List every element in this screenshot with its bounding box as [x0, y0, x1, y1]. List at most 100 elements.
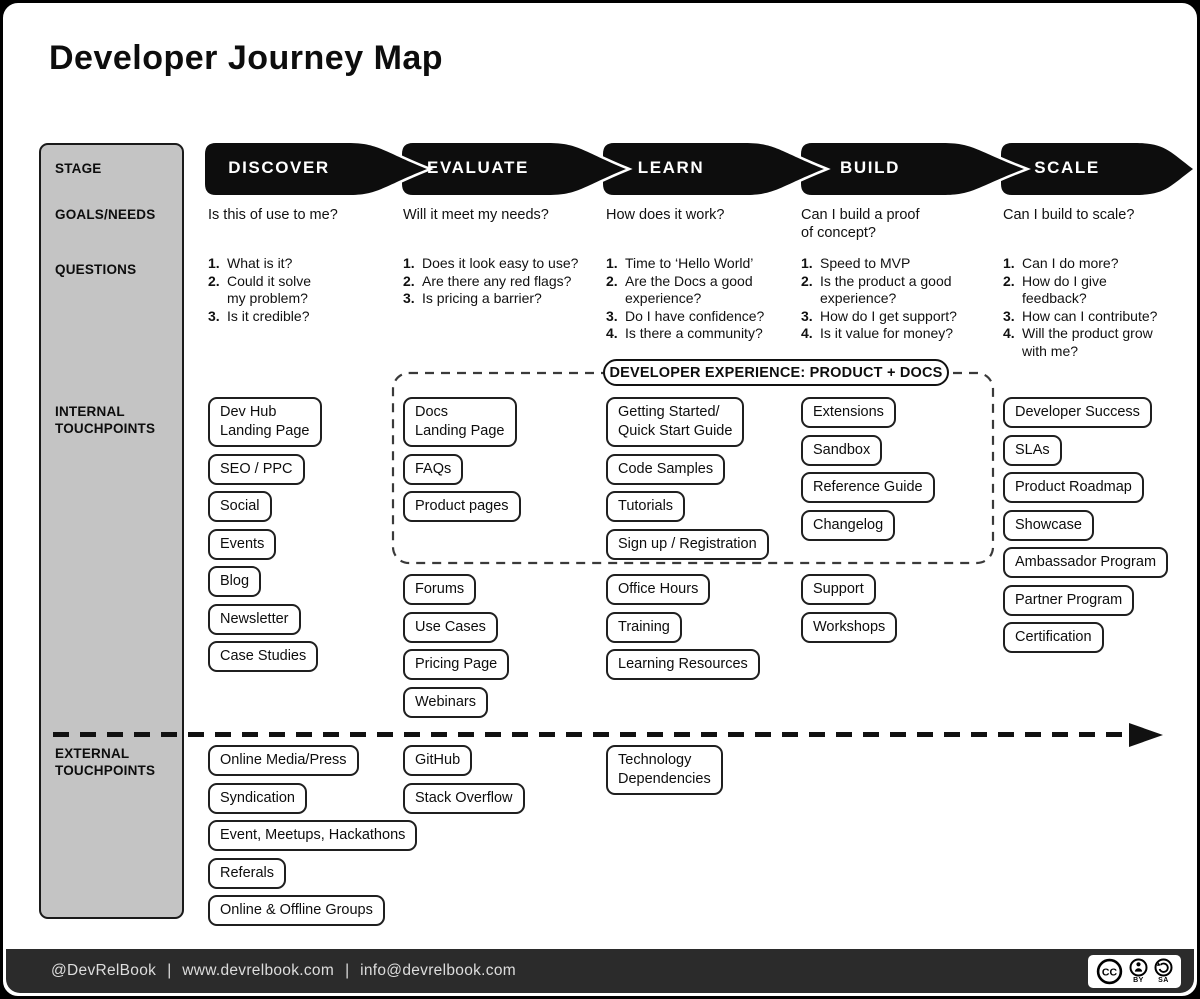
question-number: 4.: [606, 325, 618, 341]
cc-by-icon: BY: [1129, 958, 1148, 984]
touchpoint-box: SLAs: [1003, 434, 1062, 466]
touchpoint-box: Developer Success: [1003, 397, 1152, 428]
question-number: 3.: [606, 307, 618, 324]
stage-banner-discover: [202, 142, 434, 198]
touchpoint-box: Sign up / Registration: [606, 528, 769, 560]
touchpoint-box: Syndication: [208, 782, 307, 814]
touchpoint-box: Office Hours: [606, 574, 711, 605]
touchpoint-box: Dev Hub Landing Page: [208, 397, 322, 447]
cc-logo-icon: CC: [1096, 958, 1123, 985]
goal-discover: Is this of use to me?: [208, 207, 338, 223]
question-text: Is it credible?: [227, 307, 310, 324]
question-item: 4. Is there a community?: [606, 325, 811, 343]
touchpoint-box: Use Cases: [403, 611, 498, 643]
question-text: Are the Docs a good experience?: [625, 272, 753, 307]
question-item: 1. Time to ‘Hello World’: [606, 255, 811, 273]
question-number: 4.: [1003, 325, 1015, 341]
question-item: 3.Do I have confidence?: [606, 308, 811, 326]
goal-learn: How does it work?: [606, 207, 725, 223]
footer-bar: @DevRelBook | www.devrelbook.com | info@…: [6, 949, 1194, 993]
touchpoint-box: Tutorials: [606, 491, 686, 522]
stage-banner-scale: [998, 142, 1197, 198]
touchpoint-box: Forums: [403, 574, 477, 605]
question-text: Will the product grow with me?: [1022, 325, 1153, 359]
touchpoint-box: Product Roadmap: [1003, 472, 1144, 503]
row-label-stage: STAGE: [55, 161, 102, 176]
developer-experience-label: DEVELOPER EXPERIENCE: PRODUCT + DOCS: [603, 359, 949, 386]
question-text: How do I get support?: [820, 307, 957, 324]
question-number: 1.: [1003, 255, 1015, 271]
question-number: 1.: [403, 255, 415, 271]
touchpoint-box: Stack Overflow: [403, 782, 525, 814]
developer-experience-region: [391, 371, 995, 565]
touchpoint-box: Changelog: [801, 509, 896, 541]
touchpoint-box: FAQs: [403, 453, 464, 485]
touchpoint-box: Workshops: [801, 611, 898, 643]
question-item: 4.Is it value for money?: [801, 325, 1006, 343]
questions-learn: 1. Time to ‘Hello World’ 2. Are the Docs a …: [606, 255, 811, 343]
touchpoint-box: Webinars: [403, 686, 488, 718]
questions-evaluate: 1.Does it look easy to use?2. Are there a…: [403, 255, 608, 308]
question-text: Time to ‘Hello World’: [625, 255, 754, 271]
question-text: Speed to MVP: [820, 255, 911, 271]
footer-separator: |: [345, 962, 350, 979]
touchpoint-box: Support: [801, 574, 876, 605]
touchpoint-box: Code Samples: [606, 453, 726, 485]
question-number: 1.: [801, 255, 813, 271]
touchpoint-box: Referals: [208, 857, 286, 889]
touchpoint-box: Partner Program: [1003, 584, 1135, 616]
svg-text:CC: CC: [1102, 966, 1118, 978]
external-touchpoints-learn: Technology Dependencies: [606, 745, 723, 795]
creative-commons-badge: CC BY SA: [1088, 954, 1181, 988]
question-item: 2. Are there any red flags?: [403, 273, 608, 291]
stage-label-learn: LEARN: [637, 158, 705, 177]
question-item: 1. Speed to MVP: [801, 255, 1006, 273]
stage-label-scale: SCALE: [1034, 158, 1100, 177]
question-item: 2. Are the Docs a good experience?: [606, 273, 811, 308]
touchpoint-box: Learning Resources: [606, 649, 760, 680]
external-divider-dashed-line: [53, 732, 1131, 737]
stage-banner-build: [798, 142, 1031, 198]
question-text: Is there a community?: [625, 325, 763, 341]
touchpoint-box: Online Media/Press: [208, 745, 359, 776]
touchpoint-box: Getting Started/ Quick Start Guide: [606, 397, 745, 447]
touchpoint-box: Showcase: [1003, 509, 1094, 541]
question-text: Is the product a good experience?: [820, 272, 952, 307]
page-title: Developer Journey Map: [49, 39, 444, 77]
footer-handle: @DevRelBook: [51, 962, 157, 979]
stage-banner-arrows: [202, 142, 1197, 198]
touchpoint-box: Reference Guide: [801, 472, 935, 503]
question-text: How do I give feedback?: [1022, 272, 1107, 307]
touchpoint-box: Extensions: [801, 397, 896, 428]
stage-banner-evaluate: [399, 142, 633, 198]
touchpoint-box: GitHub: [403, 745, 473, 776]
question-item: 1.Does it look easy to use?: [403, 255, 608, 273]
row-label-goals: GOALS/NEEDS: [55, 207, 156, 222]
question-number: 1.: [606, 255, 618, 271]
stage-label-evaluate: EVALUATE: [427, 158, 529, 177]
goal-scale: Can I build to scale?: [1003, 207, 1135, 223]
question-text: Are there any red flags?: [422, 272, 572, 289]
question-item: 2.How do I give feedback?: [1003, 272, 1197, 308]
touchpoint-box: Events: [208, 528, 277, 560]
question-text: How can I contribute?: [1022, 307, 1158, 324]
question-text: Is it value for money?: [820, 325, 954, 341]
question-item: 3.Is pricing a barrier?: [403, 290, 608, 308]
question-item: 3.How can I contribute?: [1003, 307, 1197, 326]
question-number: 3.: [403, 290, 415, 306]
question-number: 3.: [208, 307, 220, 324]
stage-banner-learn: [600, 142, 831, 198]
question-item: 3.How do I get support?: [801, 308, 1006, 326]
touchpoint-box: Product pages: [403, 491, 521, 522]
question-number: 2.: [606, 272, 618, 289]
question-number: 2.: [403, 272, 415, 289]
